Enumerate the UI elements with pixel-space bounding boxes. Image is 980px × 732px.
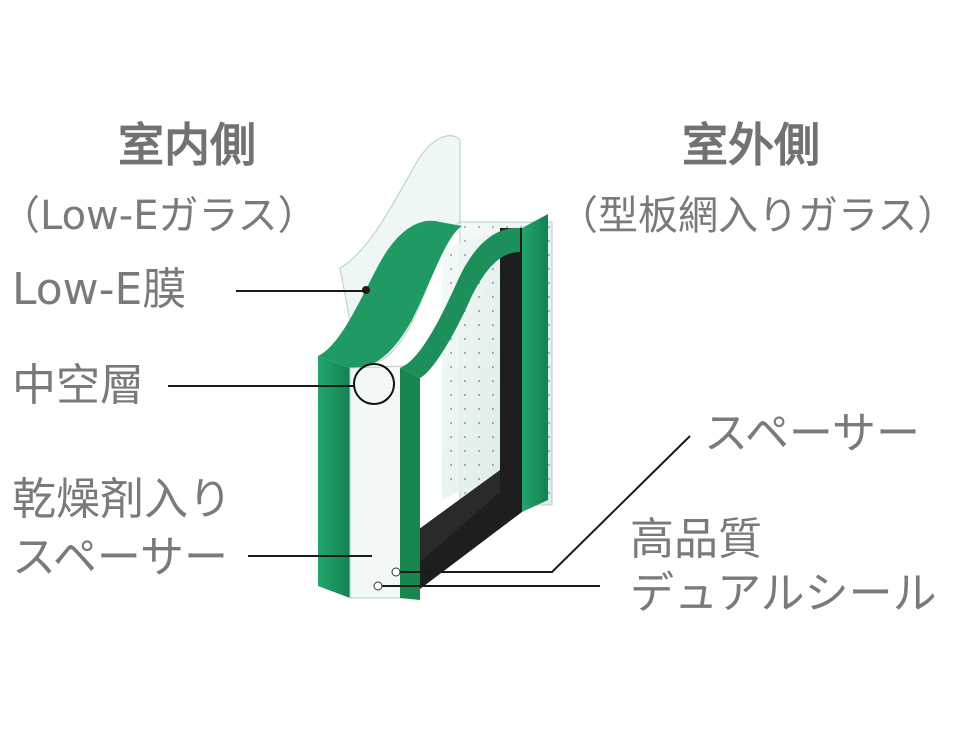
- desiccant-spacer-label-line2: スペーサー: [12, 532, 229, 583]
- dual-seal-label-line1: 高品質: [630, 514, 762, 565]
- spacer-leader: [396, 435, 691, 573]
- desiccant-spacer-label-line1: 乾燥剤入り: [12, 474, 232, 525]
- air-layer-marker: [353, 363, 395, 405]
- indoor-side-heading: 室内側: [118, 118, 256, 172]
- outdoor-side-heading: 室外側: [682, 118, 820, 172]
- indoor-glass-pane: [318, 135, 520, 600]
- spacer-label: スペーサー: [704, 408, 921, 459]
- spacer-point-marker: [391, 567, 401, 577]
- outdoor-glass-label: （型板網入りガラス）: [558, 193, 958, 239]
- air-layer-label: 中空層: [12, 360, 144, 411]
- lowe-film-label: Low-E膜: [12, 264, 187, 315]
- dual-seal-label-line2: デュアルシール: [630, 568, 937, 619]
- indoor-glass-label: （Low-Eガラス）: [0, 193, 318, 239]
- dual-seal-point-marker: [373, 581, 383, 591]
